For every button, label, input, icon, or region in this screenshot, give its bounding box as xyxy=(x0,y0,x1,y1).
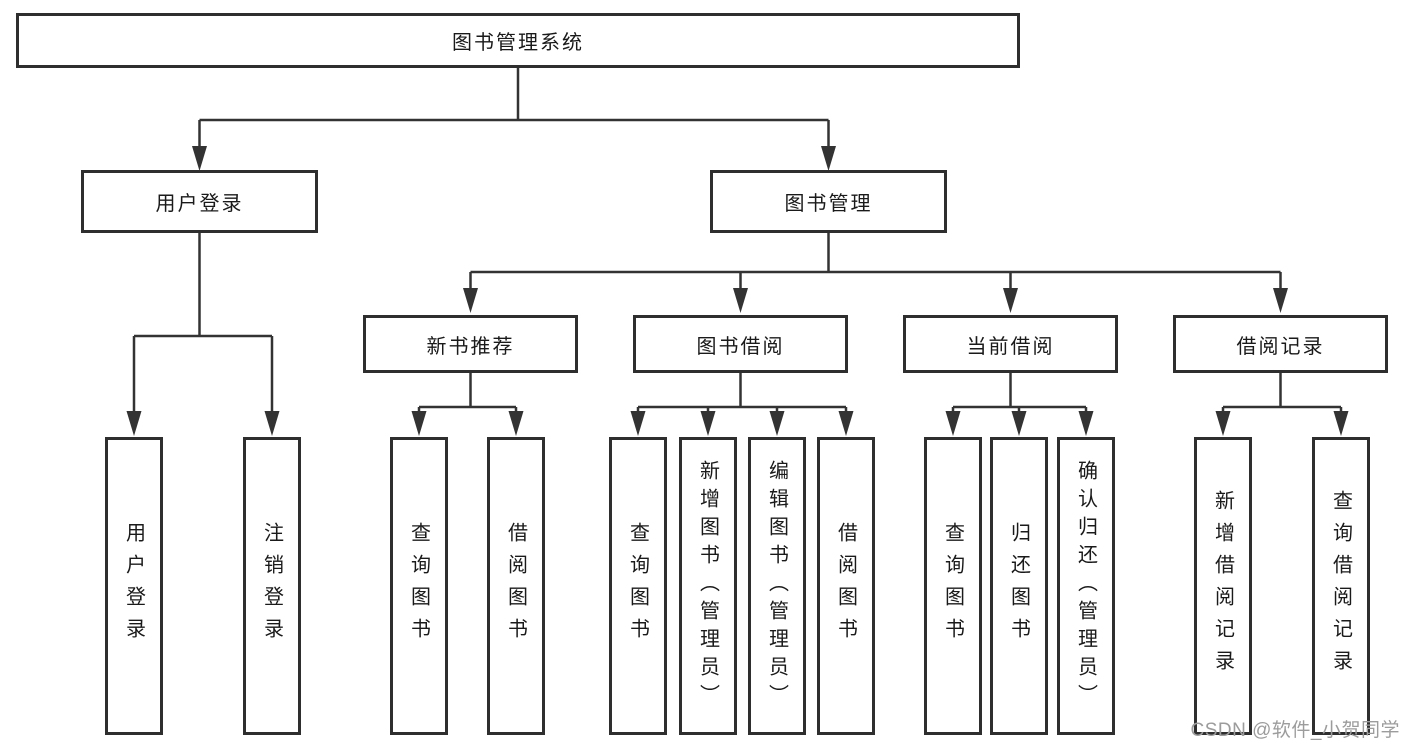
arrow-down-icon xyxy=(630,411,646,436)
connector-user-login xyxy=(132,233,274,414)
arrow-down-icon xyxy=(1273,288,1288,313)
node-root-library-system: 图书管理系统 xyxy=(16,13,1020,68)
arrow-down-icon xyxy=(1011,411,1027,436)
arrow-down-icon xyxy=(1333,411,1349,436)
csdn-watermark: CSDN @软件_小贺同学 xyxy=(1190,720,1400,741)
arrow-down-icon xyxy=(1003,288,1018,313)
arrow-down-icon xyxy=(821,146,836,171)
leaf-recommend-query-book: 查询图书 xyxy=(390,437,448,735)
arrowheads xyxy=(126,146,1349,436)
arrow-down-icon xyxy=(945,411,961,436)
connector-book-borrow xyxy=(636,373,848,414)
leaf-logout: 注销登录 xyxy=(243,437,301,735)
arrow-down-icon xyxy=(733,288,748,313)
leaf-current-query-book: 查询图书 xyxy=(924,437,982,735)
leaf-current-return-book: 归还图书 xyxy=(990,437,1048,735)
leaf-user-login: 用户登录 xyxy=(105,437,163,735)
leaf-current-confirm-return-admin: 确认归还（管理员） xyxy=(1057,437,1115,735)
connector-borrow-record xyxy=(1221,373,1343,414)
connector-book-management xyxy=(469,233,1282,292)
arrow-down-icon xyxy=(508,411,524,436)
arrow-down-icon xyxy=(264,411,280,436)
arrow-down-icon xyxy=(463,288,478,313)
arrow-down-icon xyxy=(192,146,207,171)
leaf-borrow-query-book: 查询图书 xyxy=(609,437,667,735)
arrow-down-icon xyxy=(769,411,785,436)
arrow-down-icon xyxy=(1078,411,1094,436)
leaf-borrow-add-book-admin: 新增图书（管理员） xyxy=(679,437,737,735)
node-new-book-recommend: 新书推荐 xyxy=(363,315,578,373)
leaf-recommend-borrow-book: 借阅图书 xyxy=(487,437,545,735)
leaf-record-query: 查询借阅记录 xyxy=(1312,437,1370,735)
connector-root xyxy=(198,68,830,150)
connector-new-book-recommend xyxy=(417,373,518,414)
node-book-borrow: 图书借阅 xyxy=(633,315,848,373)
arrow-down-icon xyxy=(838,411,854,436)
arrow-down-icon xyxy=(1215,411,1231,436)
node-book-management: 图书管理 xyxy=(710,170,947,233)
arrow-down-icon xyxy=(700,411,716,436)
leaf-borrow-borrow-book: 借阅图书 xyxy=(817,437,875,735)
arrow-down-icon xyxy=(411,411,427,436)
leaf-record-add: 新增借阅记录 xyxy=(1194,437,1252,735)
node-user-login: 用户登录 xyxy=(81,170,318,233)
node-current-borrow: 当前借阅 xyxy=(903,315,1118,373)
arrow-down-icon xyxy=(126,411,142,436)
leaf-borrow-edit-book-admin: 编辑图书（管理员） xyxy=(748,437,806,735)
connector-current-borrow xyxy=(951,373,1088,414)
node-borrow-record: 借阅记录 xyxy=(1173,315,1388,373)
